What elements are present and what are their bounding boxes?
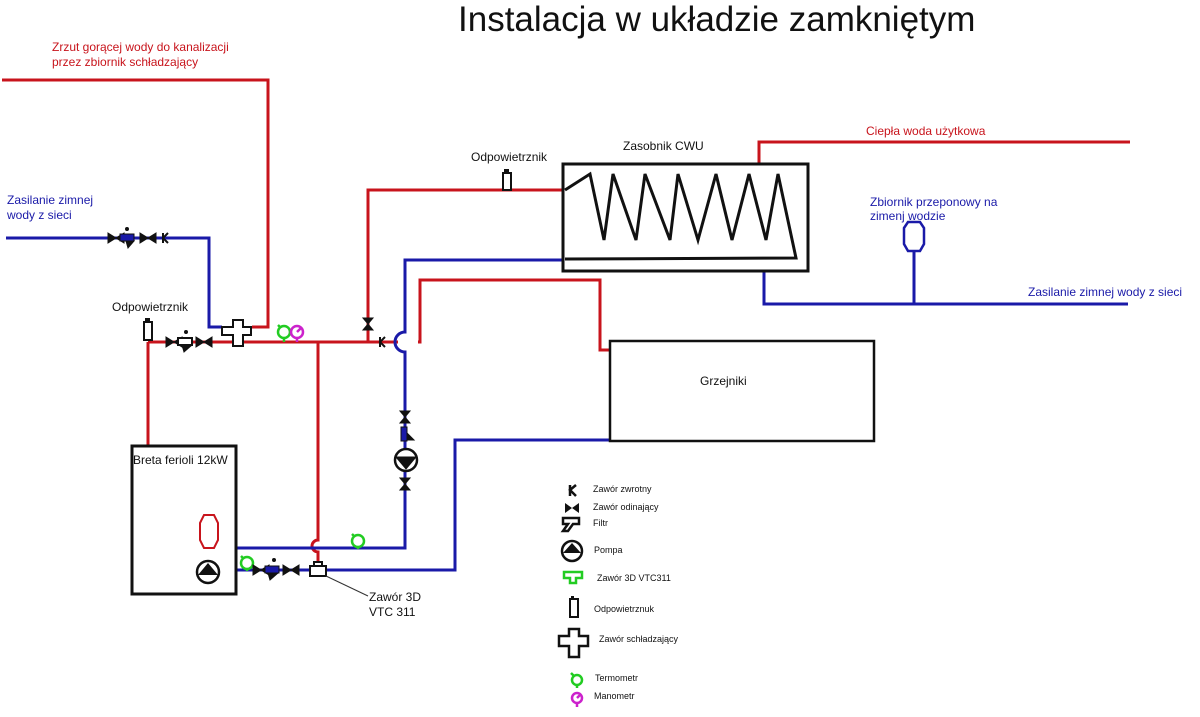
hot-water-pipe (757, 140, 1130, 163)
cooling-valve-icon (221, 319, 252, 347)
legend-label-thermometer: Termometr (595, 673, 639, 683)
bottom-return-valves (252, 558, 300, 581)
three-way-valve-icon (309, 561, 327, 577)
boiler-expansion-vessel (199, 514, 219, 549)
air-vent-top-label: Odpowietrznik (471, 150, 548, 164)
dhw-tank-body (561, 162, 810, 273)
drain-label-line1: Zrzut gorącej wody do kanalizacji (52, 40, 229, 54)
legend-thermometer-icon (570, 672, 584, 688)
legend-label-shutoff-valve: Zawór odinający (593, 502, 659, 512)
legend-filter-icon (560, 516, 581, 533)
boiler (130, 444, 238, 596)
cold-supply-left-label-line1: Zasilanie zimnej (7, 193, 94, 207)
radiator-feed-pipe (395, 278, 610, 352)
drain-label-line2: przez zbiornik schładzający (52, 55, 199, 69)
legend-check-valve-icon (568, 484, 577, 497)
drain-pipe (2, 78, 270, 329)
tank-feed-pipe (366, 188, 563, 342)
radiator-return-pipe (237, 438, 610, 572)
hot-pipes (2, 78, 1130, 566)
cold-supply-valves (107, 227, 169, 250)
legend-air-vent-icon (569, 596, 579, 618)
boiler-thermometer-icon (239, 555, 255, 571)
thermometer-icon (276, 324, 292, 342)
pump-group (393, 410, 419, 491)
valve3d-label-line1: Zawór 3D (369, 590, 422, 604)
legend-label-manometer: Manometr (594, 691, 635, 701)
cold-supply-right-label: Zasilanie zimnej wody z sieci (1028, 285, 1183, 299)
legend-label-air-vent: Odpowietrznuk (594, 604, 655, 614)
legend-three-way-valve-icon (562, 570, 584, 585)
dhw-tank (561, 162, 810, 273)
legend-manometer-icon (570, 691, 584, 707)
legend-cooling-valve-icon (557, 627, 590, 659)
hot-water-label: Ciepła woda użytkowa (866, 124, 986, 138)
cold-pipes (6, 236, 1128, 572)
legend-icons (557, 484, 590, 707)
air-vent-top-icon (502, 169, 512, 191)
boiler-label: Breta ferioli 12kW (133, 453, 228, 467)
radiators-label: Grzejniki (700, 374, 747, 388)
tank-return-pipe (237, 258, 563, 550)
valve3d-label-line2: VTC 311 (369, 605, 416, 619)
diagram-title: Instalacja w układzie zamkniętym (458, 0, 976, 39)
legend-label-pump: Pompa (594, 545, 623, 555)
boiler-pump-icon (195, 559, 221, 585)
cold-supply-right-pipe (762, 270, 1128, 306)
legend-label-filter: Filtr (593, 518, 608, 528)
radiators-box (608, 339, 876, 443)
expansion-tank-label-line1: Zbiornik przeponowy na (870, 195, 998, 209)
expansion-tank-icon (902, 220, 926, 253)
return-thermometer-icon (350, 533, 366, 549)
air-vent-left-icon (143, 318, 153, 341)
riser-valves (361, 317, 386, 348)
legend-label-check-valve: Zawór zwrotny (593, 484, 652, 494)
expansion-tank-label-line2: zimenj wodzie (870, 209, 946, 223)
valve3d-hot-pipe (310, 342, 320, 566)
heating-coil (564, 171, 798, 261)
cold-supply-left-label-line2: wody z sieci (7, 208, 72, 222)
valve3d-leader-line (325, 575, 369, 597)
legend-shutoff-valve-icon (565, 503, 579, 513)
legend-label-cooling-valve: Zawór schładzający (599, 634, 679, 644)
manometer-icon (289, 324, 305, 342)
legend-label-three-way-valve: Zawór 3D VTC311 (597, 573, 671, 583)
hot-line-valves (165, 330, 213, 353)
boiler-body (130, 444, 238, 596)
legend-pump-icon (560, 539, 584, 563)
air-vent-left-label: Odpowietrznik (112, 300, 189, 314)
tank-label: Zasobnik CWU (623, 139, 704, 153)
